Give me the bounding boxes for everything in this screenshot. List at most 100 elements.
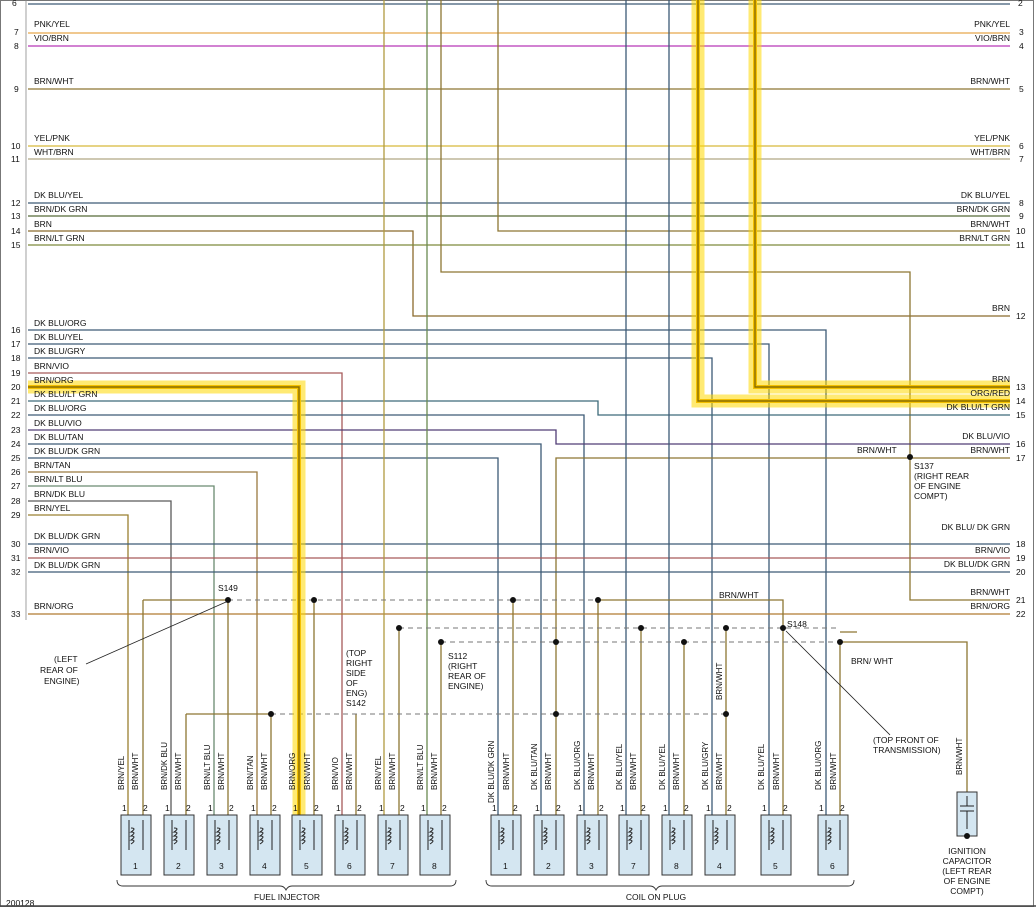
inj7-pin1-label: BRN/YEL [374,755,383,790]
injector-5[interactable]: 1 2 5 [291,803,323,876]
horizontal-wires [28,0,1010,820]
splice-dot-726a [723,625,729,631]
coil8-pin2-label: BRN/WHT [672,753,681,790]
right-num-17: 17 [1016,453,1026,463]
right-label-22: BRN/ORG [970,601,1010,611]
left-num-24: 24 [11,439,21,449]
left-num-18: 18 [11,353,21,363]
injector-3[interactable]: 1 2 3 [206,803,238,876]
right-label-8: DK BLU/YEL [961,190,1010,200]
injector-6[interactable]: 1 2 6 [334,803,366,876]
wire-27 [28,485,215,820]
left-label-15: BRN/LT GRN [34,233,85,243]
note-top-right-side: (TOP RIGHT SIDE OF ENG) [346,648,372,698]
right-num-13: 13 [1016,382,1026,392]
coil-1[interactable]: 1 2 1 [490,803,522,876]
label-brn-wht-s148: BRN/WHT [719,590,759,600]
injector-8[interactable]: 1 2 8 [419,803,451,876]
coil4-number: 4 [717,861,722,871]
right-label-5: BRN/WHT [970,76,1010,86]
coil5-pin2-label: BRN/WHT [772,753,781,790]
left-label-8: VIO/BRN [34,33,69,43]
left-label-14: BRN [34,219,52,229]
wire-right-17 [555,457,1010,642]
inj8-pin1: 1 [421,803,426,813]
left-num-31: 31 [11,553,21,563]
wire-right-21 [909,457,1010,601]
coil-5[interactable]: 1 2 5 [760,803,792,876]
coil-4[interactable]: 1 2 4 [704,803,736,876]
coil-symbol-icon [541,820,557,850]
note-trs-line5: ENG) [346,688,367,698]
note-tft-line1: (TOP FRONT OF [873,735,939,745]
left-label-20: BRN/ORG [34,375,74,385]
splice-s112 [438,639,444,645]
coil4-pin2: 2 [727,803,732,813]
capacitor-wire [840,641,968,795]
splice-dot-556b [553,711,559,717]
right-num-7: 7 [1019,154,1024,164]
splice-dot-641 [638,625,644,631]
coil-6[interactable]: 1 2 6 [817,803,849,876]
coil3-pin2-label: BRN/WHT [587,753,596,790]
note-right-rear-s112: (RIGHT REAR OF ENGINE) [448,661,486,691]
inj3-pin2: 2 [229,803,234,813]
left-num-8: 8 [14,41,19,51]
inj8-pin2: 2 [442,803,447,813]
coil1-pin2-label: BRN/WHT [502,753,511,790]
splice-label-s112: S112 [448,651,467,661]
wire-14 [28,230,1010,317]
wire-22 [28,414,585,820]
coil7-pin1: 1 [620,803,625,813]
note-s137-line1: (RIGHT REAR [914,471,969,481]
left-num-9: 9 [14,84,19,94]
inj3-number: 3 [219,861,224,871]
coil-7[interactable]: 1 2 7 [618,803,650,876]
inj4-pin2-label: BRN/WHT [260,753,269,790]
coil2-pin1: 1 [535,803,540,813]
note-tft-line2: TRANSMISSION) [873,745,941,755]
note-trs-line4: OF [346,678,358,688]
inj4-pin1-label: BRN/TAN [246,755,255,790]
capacitor-label-2: CAPACITOR [943,856,992,866]
fuel-injectors: 1 2 1 1 2 2 1 2 3 1 2 4 1 [120,803,451,876]
injector-1[interactable]: 1 2 1 [120,803,152,876]
note-s112-line1: (RIGHT [448,661,477,671]
injector-7[interactable]: 1 2 7 [377,803,409,876]
coil8-number: 8 [674,861,679,871]
note-left-rear-line3: ENGINE) [44,676,80,686]
injector-4[interactable]: 1 2 4 [249,803,281,876]
highlighted-circuit [28,0,1010,820]
coil-3[interactable]: 1 2 3 [576,803,608,876]
splice-dot-598 [595,597,601,603]
coil-symbol-icon [626,820,642,850]
coil5-pin2-wire [598,599,784,820]
coil-2[interactable]: 1 2 2 [533,803,565,876]
wire-23 [28,429,1010,445]
coil-pin-labels: DK BLU/DK GRN BRN/WHT DK BLU/TAN BRN/WHT… [487,741,838,803]
splice-dots [225,454,913,717]
coil5-pin2: 2 [783,803,788,813]
right-num-3: 3 [1019,27,1024,37]
coil1-pin1: 1 [492,803,497,813]
inj1-pin1-label: BRN/YEL [117,755,126,790]
splice-label-s137: S137 [914,461,934,471]
splice-s142 [268,711,274,717]
right-num-16: 16 [1016,439,1026,449]
right-label-3: PNK/YEL [974,19,1010,29]
right-labels: 3 PNK/YEL 4 VIO/BRN 5 BRN/WHT 6 YEL/PNK … [942,19,1026,619]
footer-id: 200128 [6,898,35,908]
inj3-pin1-label: BRN/LT BLU [203,744,212,790]
coil7-pin2-label: BRN/WHT [629,753,638,790]
wire-26 [28,471,258,820]
ignition-capacitor[interactable]: IGNITION CAPACITOR (LEFT REAR OF ENGINE … [942,791,992,896]
coils-on-plug: 1 2 1 1 2 2 1 2 3 1 2 7 1 [490,803,849,876]
inj2-pin2-label: BRN/WHT [174,753,183,790]
inj7-number: 7 [390,861,395,871]
inj6-number: 6 [347,861,352,871]
highlight-wire-20-line [28,386,300,820]
injector-2[interactable]: 1 2 2 [163,803,195,876]
coil-8[interactable]: 1 2 8 [661,803,693,876]
coil7-number: 7 [631,861,636,871]
